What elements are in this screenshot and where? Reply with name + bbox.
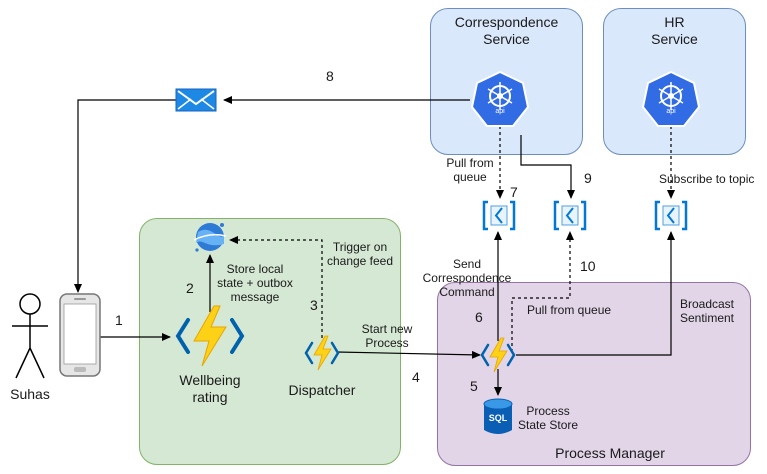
pull-from-queue-label: Pull from queue	[446, 156, 494, 184]
edge-4	[336, 350, 481, 359]
process-manager-title: Process Manager	[520, 445, 700, 462]
kubernetes-api-icon	[641, 70, 701, 127]
api-label: api	[666, 108, 676, 115]
correspondence-service-title: Correspondence Service	[430, 14, 583, 48]
hr-service-label: HR Service	[651, 14, 698, 47]
sql-database-icon	[483, 398, 513, 434]
azure-function-icon	[480, 337, 516, 373]
edge-8b	[74, 99, 176, 293]
azure-function-icon	[304, 335, 340, 371]
mobile-phone-icon	[59, 293, 101, 377]
process-manager-label: Process Manager	[555, 445, 665, 461]
broadcast-sentiment-label: Broadcast Sentiment	[679, 297, 735, 325]
hr-service-title: HR Service	[603, 14, 746, 48]
sql-badge-label: SQL	[488, 413, 508, 423]
step-number: 4	[412, 369, 420, 385]
step-number: 3	[310, 297, 318, 313]
user-actor-icon	[12, 293, 48, 379]
step-number: 2	[186, 280, 194, 296]
edge-3	[229, 236, 323, 338]
queue-icon	[482, 200, 516, 231]
queue-icon	[553, 200, 587, 231]
step-number: 10	[580, 258, 596, 274]
correspondence-service-label: Correspondence Service	[454, 14, 559, 47]
kubernetes-api-icon	[470, 70, 530, 127]
actor-name: Suhas	[10, 386, 50, 402]
subscribe-to-topic-label: Subscribe to topic	[659, 172, 755, 186]
step-number: 7	[510, 184, 518, 200]
step-number: 1	[115, 312, 123, 328]
step-number: 5	[470, 378, 478, 394]
edge-10	[511, 231, 574, 352]
send-correspondence-label: Send Correspondence Command	[422, 257, 512, 299]
process-manager-container	[437, 282, 751, 466]
pull-from-queue-label: Pull from queue	[527, 303, 612, 317]
api-label: api	[495, 108, 505, 115]
start-new-process-label: Start new Process	[361, 322, 413, 350]
store-local-state-label: Store local state + outbox message	[217, 262, 293, 304]
step-number: 8	[326, 68, 334, 84]
process-state-store-label: Process State Store	[518, 404, 579, 432]
dispatcher-label: Dispatcher	[288, 382, 356, 398]
step-number: 6	[475, 309, 483, 325]
wellbeing-rating-label: Wellbeing rating	[179, 372, 241, 405]
edge-broadcast	[516, 231, 675, 356]
cosmos-db-icon	[193, 223, 227, 252]
topic-icon	[654, 200, 688, 231]
edge-9	[520, 135, 575, 199]
email-icon	[175, 88, 217, 112]
step-number: 9	[584, 170, 592, 186]
trigger-change-feed-label: Trigger on change feed	[326, 240, 394, 268]
azure-function-icon	[175, 305, 245, 367]
